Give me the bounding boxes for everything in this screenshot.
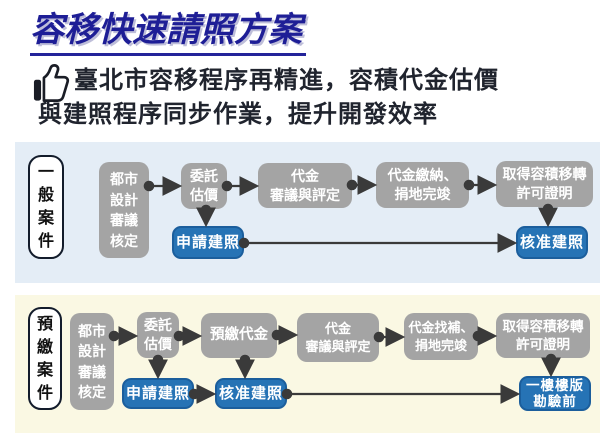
subtitle-line-2: 與建照程序同步作業，提升開發效率	[38, 101, 438, 128]
flow-general-entrust-appraisal: 委託 估價	[181, 163, 227, 209]
subtitle-line-1: 臺北市容移程序再精進，容積代金估價	[74, 67, 499, 94]
permit-prepaid-floor-slab-inspection: 一樓樓版 勘驗前	[519, 376, 591, 411]
flow-prepaid-entrust-appraisal: 委託 估價	[137, 312, 179, 358]
permit-general-apply: 申請建照	[172, 226, 244, 259]
permit-prepaid-apply: 申請建照	[122, 378, 194, 409]
flow-prepaid-fee-review: 代金 審議與評定	[297, 313, 379, 362]
flow-general-fee-payment-land-donation: 代金繳納、 捐地完竣	[376, 162, 469, 208]
flow-prepaid-prepay-fee: 預繳代金	[201, 313, 277, 358]
thumbs-up-icon	[33, 64, 70, 102]
flow-prepaid-obtain-transfer-certificate: 取得容積移轉 許可證明	[496, 313, 590, 358]
flow-general-obtain-transfer-certificate: 取得容積移轉 許可證明	[496, 161, 593, 207]
case-label-prepaid: 預 繳 案 件	[28, 307, 62, 410]
permit-general-approve: 核准建照	[516, 226, 588, 259]
case-label-general: 一 般 案 件	[28, 155, 64, 259]
permit-prepaid-approve: 核准建照	[215, 378, 287, 409]
flow-prepaid-urban-design-review: 都市 設計 審議 核定	[70, 313, 114, 410]
flow-prepaid-fee-settlement-land-donation: 代金找補、 捐地完竣	[404, 313, 478, 360]
flow-general-urban-design-review: 都市 設計 審議 核定	[99, 162, 149, 258]
flow-general-fee-review: 代金 審議與評定	[258, 163, 352, 208]
page-title: 容移快速請照方案	[30, 8, 306, 56]
